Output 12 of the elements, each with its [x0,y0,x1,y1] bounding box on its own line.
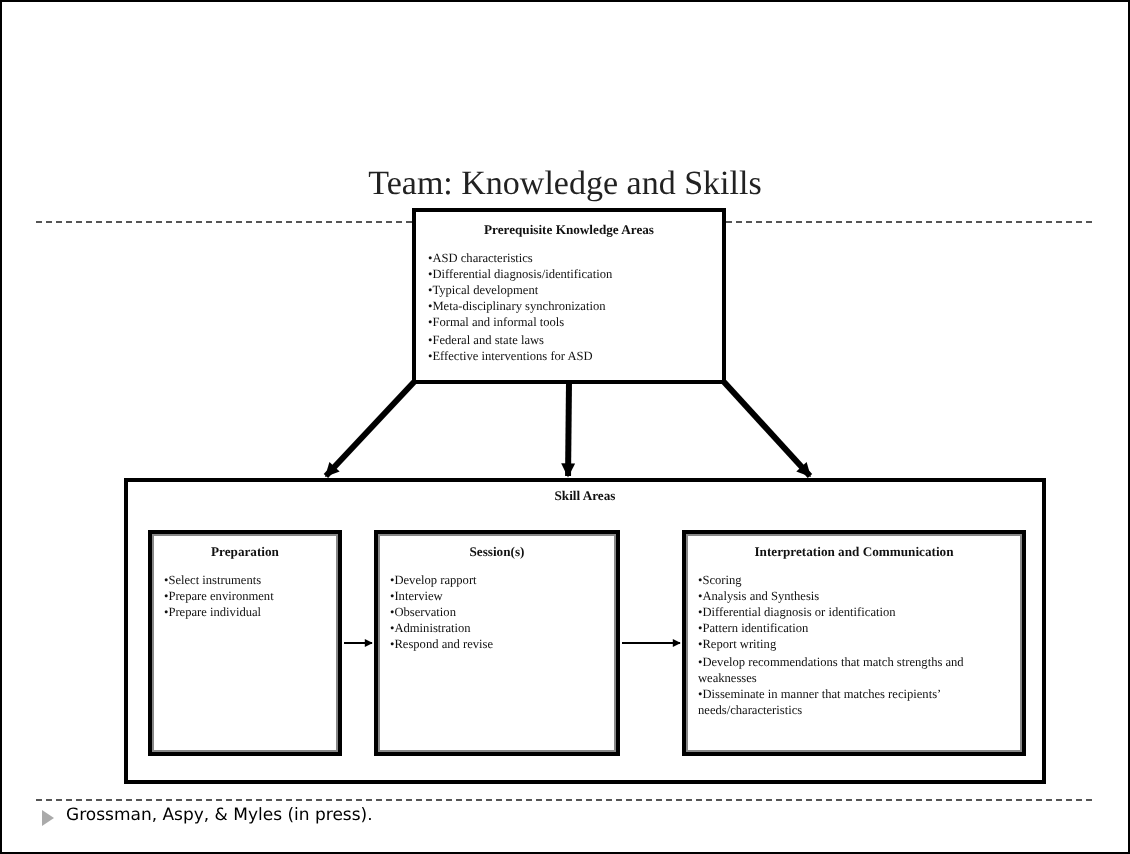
skill-box [682,530,1026,756]
arrow [561,381,576,478]
arrow [721,379,813,479]
arrow [323,379,417,479]
process-box [124,478,1046,784]
slide-title: Team: Knowledge and Skills [366,164,764,204]
skill-box [148,530,342,756]
arrow [621,639,681,647]
arrow [343,639,373,647]
skill-box [374,530,620,756]
citation: Grossman, Aspy, & Myles (in press). [66,806,373,826]
process-box [412,208,726,384]
